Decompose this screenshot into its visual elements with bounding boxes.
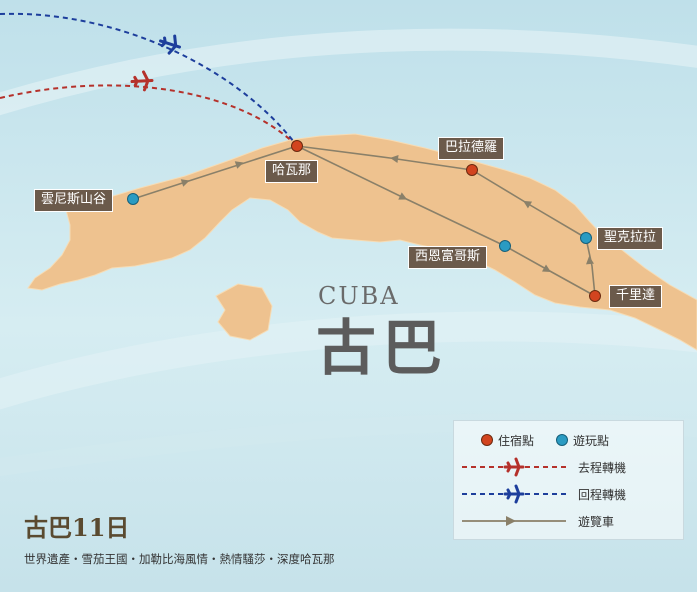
- legend-stay-label: 住宿點: [498, 434, 535, 448]
- arrow-icon: [542, 264, 551, 272]
- legend-coach-label: 遊覽車: [578, 515, 615, 529]
- map-legend: 住宿點 遊玩點 去程轉機 回程轉機 遊覽車: [453, 420, 684, 540]
- country-name-zh: 古巴: [316, 314, 448, 384]
- arrow-icon: [523, 200, 533, 209]
- city-label-vinales: 雲尼斯山谷: [34, 189, 114, 212]
- arrow-icon: [586, 256, 594, 265]
- arrow-icon: [398, 192, 408, 200]
- city-label-cienfuegos: 西恩富哥斯: [408, 246, 488, 269]
- legend-outbound-plane-icon: [503, 457, 525, 477]
- trip-title: 古巴11日: [24, 513, 130, 542]
- sea-swoosh: [0, 311, 697, 410]
- visit-marker-cienfuegos: [499, 240, 511, 252]
- stay-marker-havana: [291, 140, 303, 152]
- stay-marker-trinidad: [589, 290, 601, 302]
- trip-subtitle: 世界遺產・雪茄王國・加勒比海風情・熱情騷莎・深度哈瓦那: [24, 552, 335, 566]
- route-vinales-havana: [132, 145, 298, 200]
- coach-arrows: [180, 155, 594, 272]
- city-label-bayamo: 巴拉德羅: [438, 137, 505, 160]
- outbound-flight-route: [0, 84, 298, 147]
- sea-swoosh: [0, 28, 697, 116]
- city-label-santa-clara: 聖克拉拉: [597, 227, 664, 250]
- route-santaclara-trinidad: [585, 237, 596, 297]
- legend-return-label: 回程轉機: [578, 488, 627, 502]
- outbound-plane-icon: [130, 70, 154, 92]
- return-plane-icon: [158, 34, 182, 55]
- legend-symbols: [462, 434, 568, 526]
- legend-stay-marker: [481, 434, 493, 446]
- arrow-icon: [180, 179, 190, 187]
- legend-coach-arrow-icon: [506, 516, 516, 526]
- legend-outbound-label: 去程轉機: [578, 461, 627, 475]
- arrow-icon: [390, 155, 399, 163]
- legend-visit-marker: [556, 434, 568, 446]
- city-label-trinidad: 千里達: [609, 285, 663, 308]
- route-havana-bayamo: [296, 145, 473, 171]
- visit-marker-vinales: [127, 193, 139, 205]
- city-label-havana: 哈瓦那: [265, 160, 319, 183]
- legend-visit-label: 遊玩點: [573, 434, 610, 448]
- stay-marker-bayamo: [466, 164, 478, 176]
- return-flight-route: [0, 12, 298, 147]
- arrow-icon: [234, 161, 244, 169]
- visit-marker-santaclara: [580, 232, 592, 244]
- country-name-en: CUBA: [318, 282, 400, 310]
- isla-de-la-juventud: [215, 283, 273, 341]
- legend-return-plane-icon: [503, 484, 525, 504]
